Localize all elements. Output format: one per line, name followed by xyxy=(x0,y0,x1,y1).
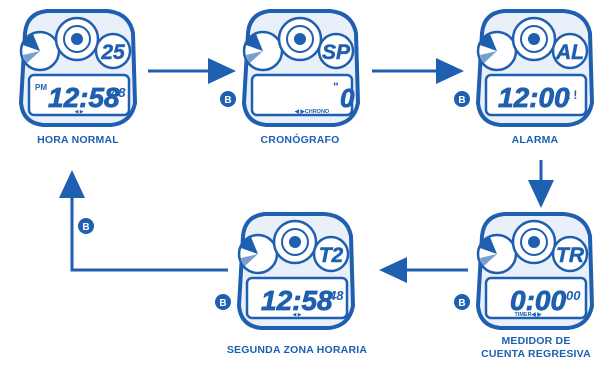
sub-display-value: AL xyxy=(555,41,584,64)
arrow-crono-to-alarma xyxy=(372,58,464,84)
label-alarma: ALARMA xyxy=(511,134,559,146)
arrow-cuenta-to-segunda xyxy=(379,257,468,283)
unit-mark: " xyxy=(333,80,339,94)
seconds: 48 xyxy=(328,288,344,303)
b-button[interactable] xyxy=(454,91,470,107)
label-hora-normal: HORA NORMAL xyxy=(37,134,119,146)
main-time: 0 xyxy=(340,83,355,113)
b-button-letter: B xyxy=(458,95,465,106)
label-cronografo: CRONÓGRAFO xyxy=(260,134,340,146)
label-cuenta-regresiva: MEDIDOR DE CUENTA REGRESIVA xyxy=(466,335,606,361)
lcd-display xyxy=(245,276,349,320)
lcd-display xyxy=(484,276,588,320)
b-button-return[interactable]: B xyxy=(78,218,94,234)
b-button[interactable] xyxy=(215,294,231,310)
pm-indicator: PM xyxy=(35,83,47,92)
arrow-normal-to-crono xyxy=(148,58,236,84)
sub-display-value: T2 xyxy=(319,244,344,267)
watch-alarma: AL 12:00 t ! B xyxy=(454,9,595,127)
b-button[interactable] xyxy=(454,294,470,310)
mode-indicator: ◀ ▶CHRONO xyxy=(294,108,330,115)
seconds: 48 xyxy=(110,85,126,100)
label-segunda-zona: SEGUNDA ZONA HORARIA xyxy=(226,344,368,356)
watch-segunda-zona: T2 12:58 48 ◀ ▶ B xyxy=(215,212,356,330)
main-time: 0:00 xyxy=(510,285,566,316)
right-dial xyxy=(551,32,589,70)
main-time: 12:58 xyxy=(48,82,120,113)
b-button-letter: B xyxy=(224,95,231,106)
watch-hora-normal: 25 PM 12:58 48 ◀ ▶ xyxy=(18,9,138,127)
lcd-display xyxy=(484,73,588,117)
right-dial xyxy=(317,32,355,70)
lcd-display xyxy=(250,73,354,117)
sub-display-value: 25 xyxy=(100,41,125,64)
right-dial xyxy=(312,235,350,273)
label-line-2: CUENTA REGRESIVA xyxy=(481,348,591,360)
b-button-letter: B xyxy=(82,222,89,233)
sub-display-value: SP xyxy=(322,41,351,64)
main-time: 12:00 xyxy=(498,82,570,113)
main-time: 12:58 xyxy=(261,285,333,316)
lcd-display xyxy=(27,73,131,117)
mode-indicator: TIMER◀ ▶ xyxy=(514,311,542,318)
alarm-suffix: t ! xyxy=(566,88,577,102)
b-button-letter: B xyxy=(458,298,465,309)
mode-indicator: ◀ ▶ xyxy=(74,109,83,115)
arrow-segunda-to-normal xyxy=(59,170,228,272)
watch-cronografo: SP " 0 ◀ ▶CHRONO B xyxy=(220,9,361,127)
mode-indicator: ◀ ▶ xyxy=(292,312,301,318)
label-line-1: MEDIDOR DE xyxy=(501,335,571,347)
right-dial xyxy=(551,235,589,273)
seconds: 00 xyxy=(566,288,581,303)
b-button-letter: B xyxy=(219,298,226,309)
right-dial xyxy=(94,32,132,70)
watch-cuenta-regresiva: TR 0:00 00 TIMER◀ ▶ B xyxy=(454,212,595,330)
arrow-alarma-to-cuenta xyxy=(528,160,554,208)
b-button[interactable] xyxy=(220,91,236,107)
sub-display-value: TR xyxy=(556,244,585,267)
